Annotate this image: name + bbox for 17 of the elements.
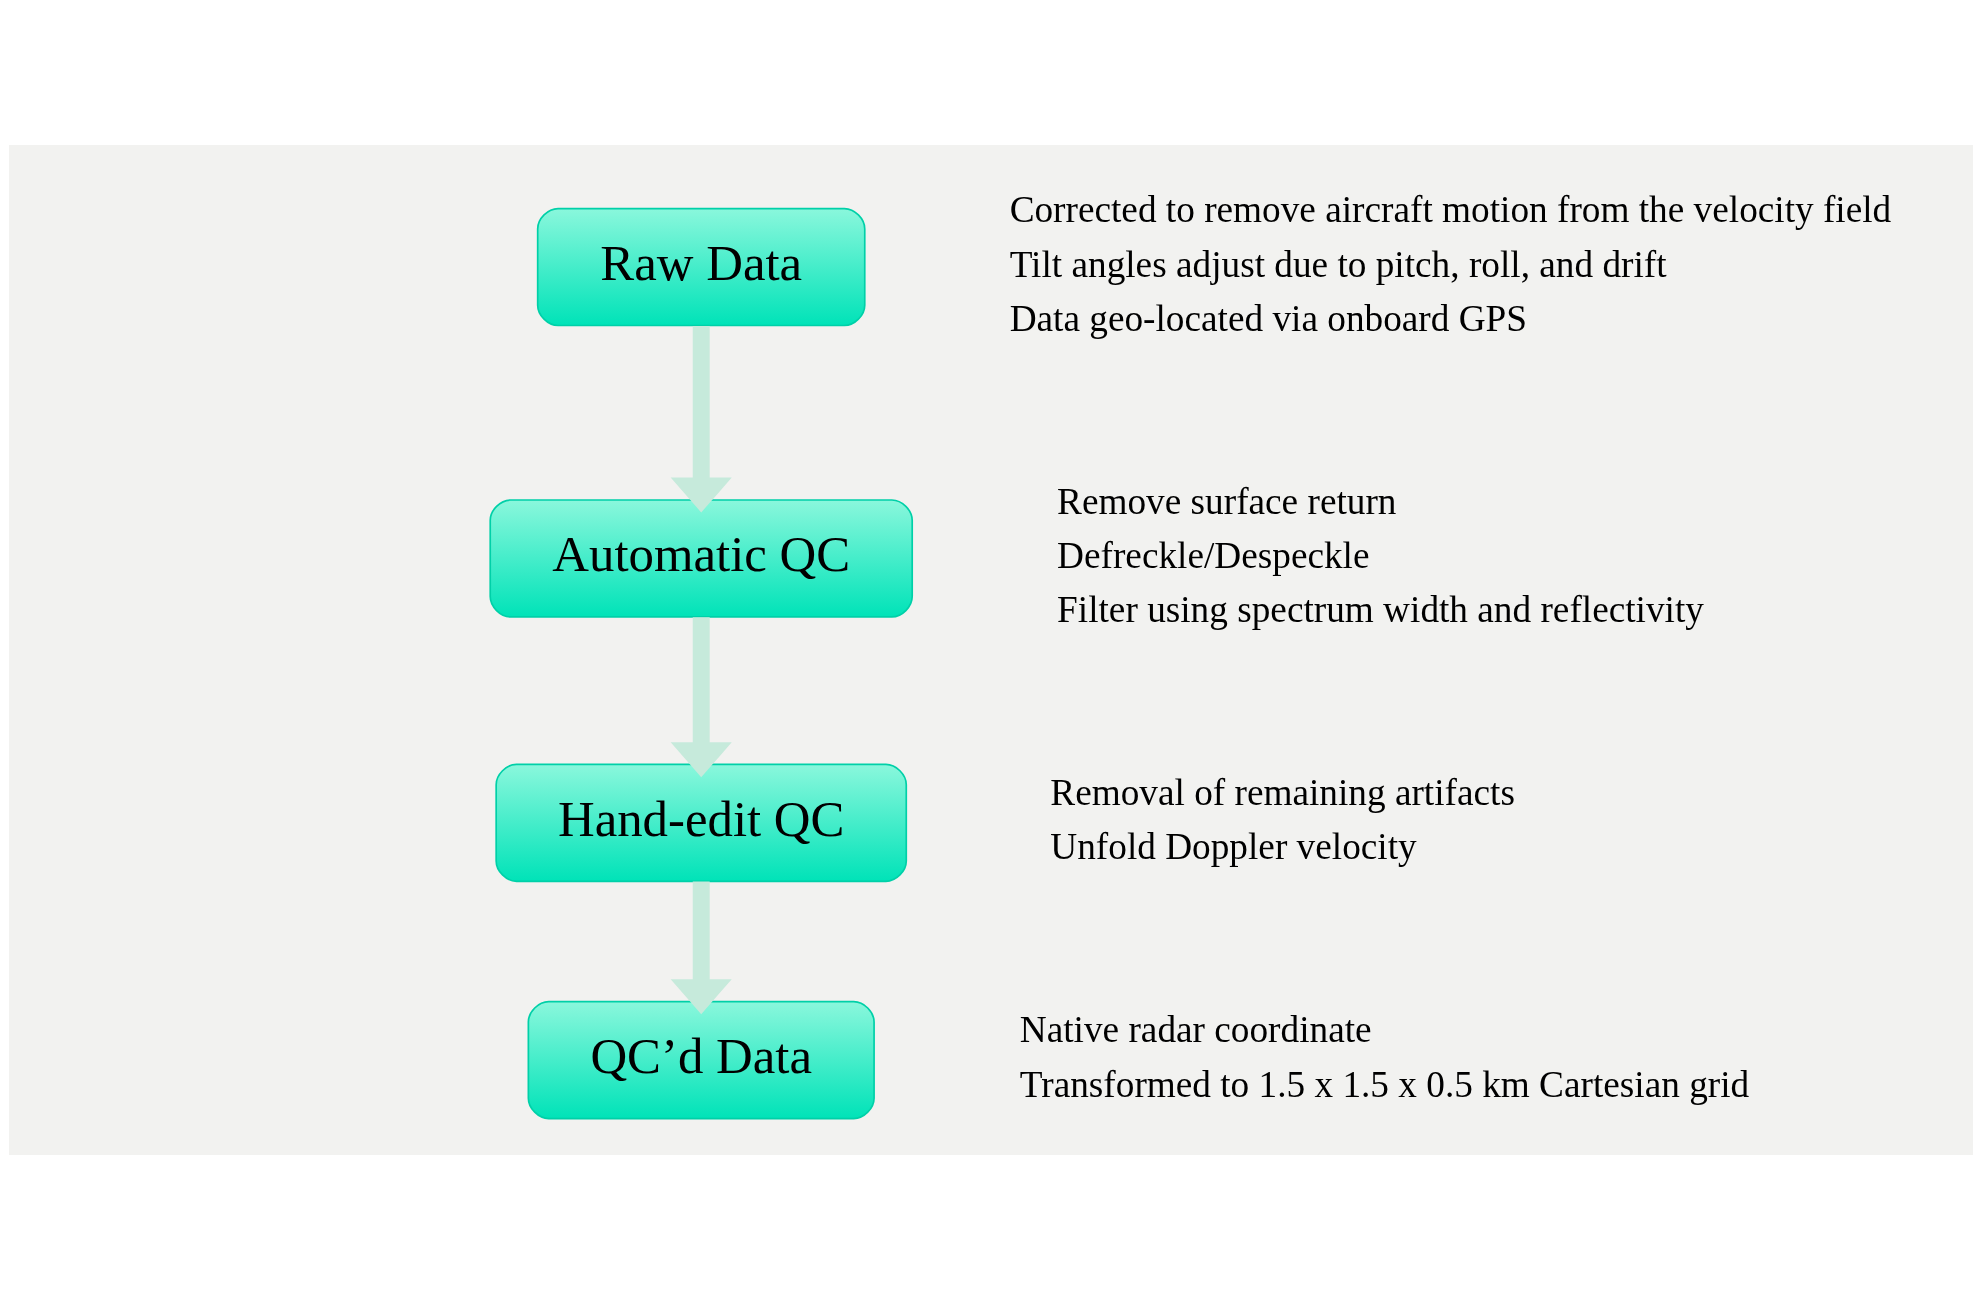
- node-label: Defreckle/Despeckle: [1057, 534, 1370, 576]
- node-label: Filter using spectrum width and reflectivity: [1057, 588, 1704, 630]
- node-label: Native radar coordinate: [1019, 1008, 1372, 1050]
- node-box: QC’d Data: [527, 1000, 875, 1119]
- node-label: Removal of remaining artifacts: [1050, 771, 1515, 813]
- arrow: [670, 616, 732, 777]
- node-label: Data geo-located via onboard GPS: [1009, 297, 1528, 339]
- node-box: Raw Data: [536, 207, 866, 326]
- node-label: Tilt angles adjust due to pitch, roll, and drift: [1009, 243, 1667, 284]
- arrow: [670, 325, 732, 512]
- node-label: Unfold Doppler velocity: [1050, 825, 1417, 867]
- arrow: [670, 881, 732, 1014]
- node-label: Remove surface return: [1057, 480, 1397, 522]
- node-box: Hand-edit QC: [495, 763, 908, 882]
- node-label: Transformed to 1.5 x 1.5 x 0.5 km Cartesian grid: [1019, 1063, 1750, 1105]
- node-box: Automatic QC: [489, 498, 914, 618]
- node-label: Corrected to remove aircraft motion from the velocity field: [1009, 188, 1892, 230]
